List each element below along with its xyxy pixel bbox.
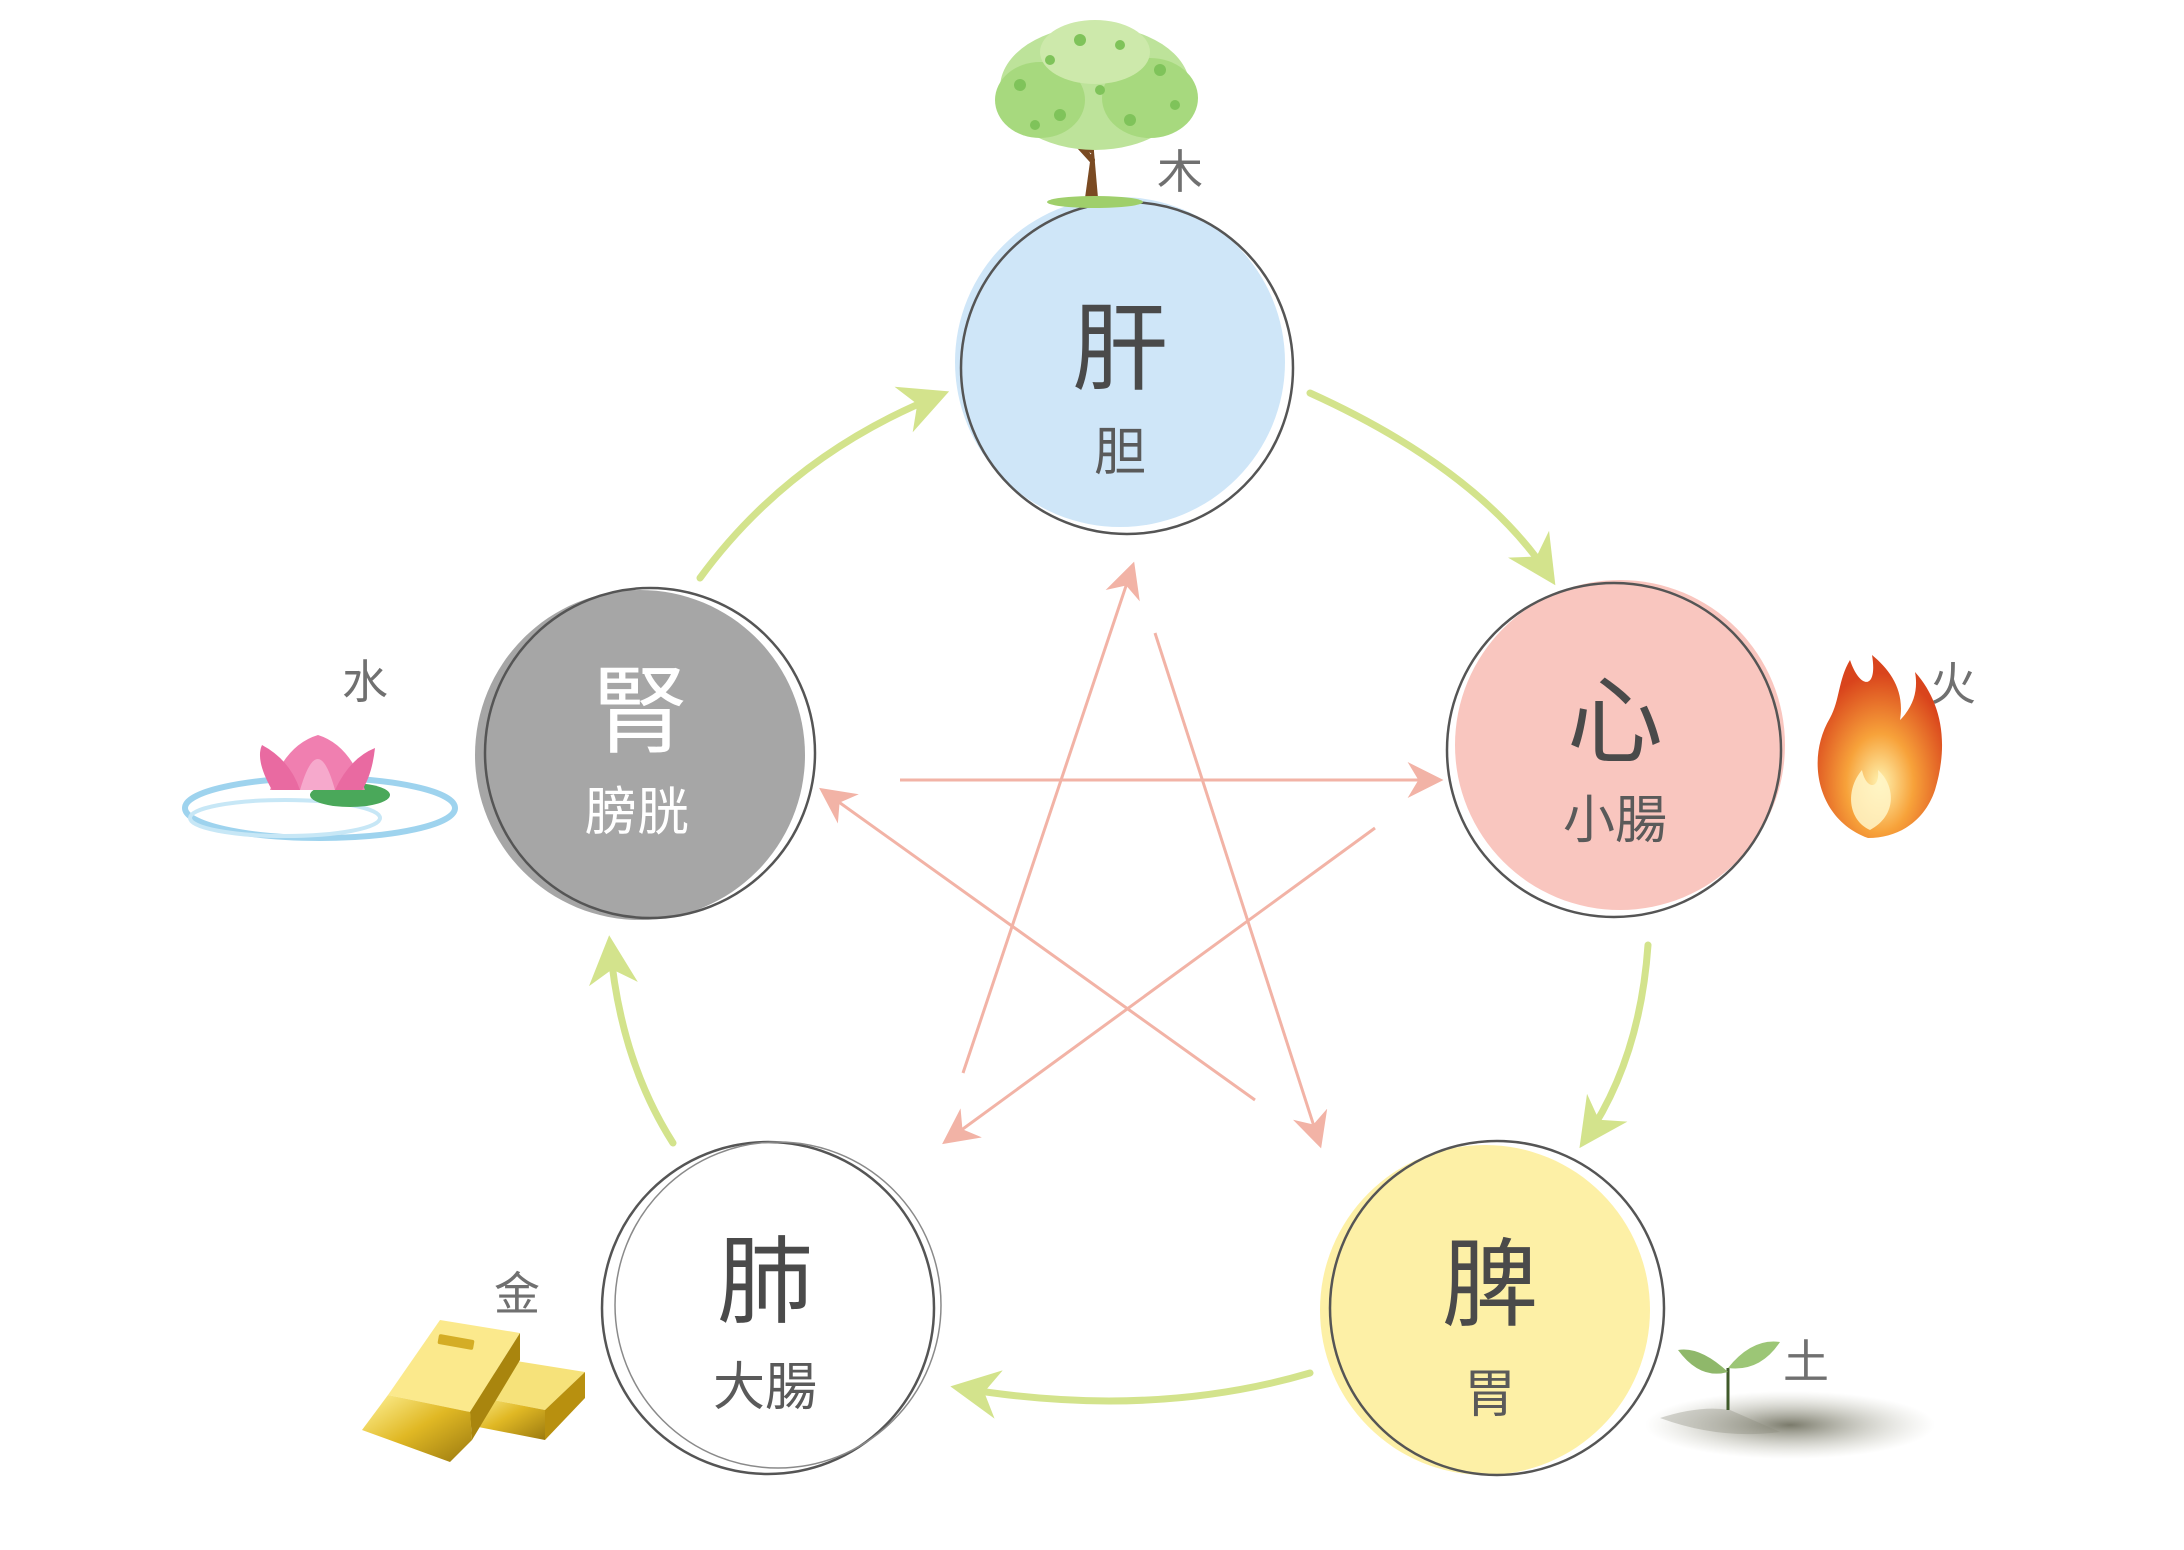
arrow-earth-to-water xyxy=(819,787,1256,1102)
sprout-icon xyxy=(1645,1341,1935,1459)
lung-fill xyxy=(602,1145,932,1475)
liver-sub-label: 胆 xyxy=(1094,423,1146,483)
element-label-metal: 金 xyxy=(494,1267,540,1321)
arrow-wood-to-fire xyxy=(1306,389,1556,586)
flame-icon xyxy=(1817,655,1943,838)
heart-main-label: 心 xyxy=(1567,666,1663,778)
liver-fill xyxy=(955,197,1285,527)
kidney-fill xyxy=(475,590,805,920)
spleen-fill xyxy=(1320,1145,1650,1475)
arrow-water-to-wood xyxy=(696,386,950,582)
element-label-water: 水 xyxy=(342,655,388,709)
arrow-metal-to-wood xyxy=(961,561,1140,1074)
generating-cycle xyxy=(588,386,1652,1419)
heart-sub-label: 小腸 xyxy=(1563,791,1667,851)
lung-outline-offset xyxy=(614,1141,942,1469)
lung-main-label: 肺 xyxy=(717,1226,813,1338)
arrow-wood-to-earth xyxy=(1153,632,1328,1149)
kidney-sub-label: 膀胱 xyxy=(585,783,689,843)
organ-node-lung: 肺 大腸 xyxy=(600,1140,942,1476)
spleen-main-label: 脾 xyxy=(1442,1229,1538,1341)
organ-node-liver: 肝 胆 xyxy=(955,197,1295,536)
arrow-fire-to-metal xyxy=(942,826,1376,1145)
arrow-earth-to-metal xyxy=(950,1369,1314,1419)
organ-node-kidney: 腎 膀胱 xyxy=(475,586,817,920)
element-label-fire: 火 xyxy=(1930,657,1976,711)
heart-fill xyxy=(1455,580,1785,910)
lotus-icon xyxy=(182,735,458,841)
kidney-main-label: 腎 xyxy=(592,656,688,768)
gold-bar-icon xyxy=(362,1320,585,1462)
lung-sub-label: 大腸 xyxy=(713,1358,817,1418)
kidney-outline xyxy=(483,586,817,920)
organ-node-heart: 心 小腸 xyxy=(1445,580,1785,919)
arrow-metal-to-water xyxy=(588,935,677,1147)
liver-main-label: 肝 xyxy=(1072,293,1168,405)
element-label-wood: 木 xyxy=(1157,145,1203,199)
arrow-fire-to-earth xyxy=(1579,941,1652,1149)
tree-icon xyxy=(995,20,1198,208)
element-label-earth: 土 xyxy=(1783,1335,1829,1389)
organ-node-spleen: 脾 胃 xyxy=(1320,1139,1666,1477)
controlling-cycle xyxy=(819,561,1444,1149)
heart-outline xyxy=(1445,581,1783,919)
spleen-sub-label: 胃 xyxy=(1464,1365,1516,1425)
spleen-outline xyxy=(1328,1139,1666,1477)
